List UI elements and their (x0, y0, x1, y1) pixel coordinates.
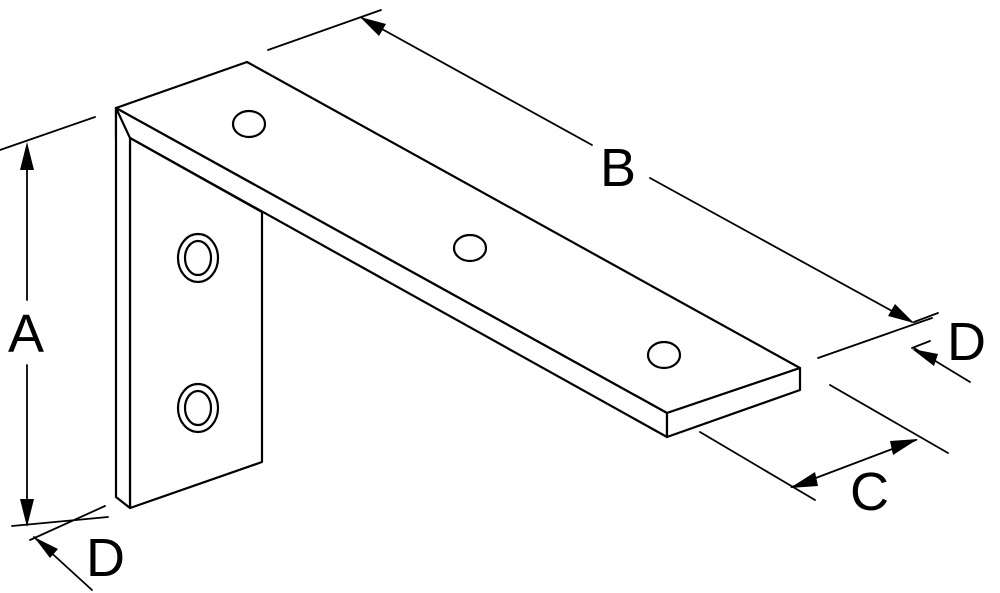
dimension-a (0, 116, 109, 527)
countersunk-hole-icon (176, 382, 220, 434)
countersunk-hole-icon (176, 232, 220, 284)
angle-bracket (114, 60, 802, 510)
arrow-icon (360, 17, 386, 36)
dimension-label-a: A (8, 304, 44, 364)
horizontal-arm-end-face (665, 366, 802, 439)
dimension-d-bottom (29, 505, 106, 591)
vertical-leg-side-face (114, 106, 132, 510)
dimension-b (267, 9, 933, 359)
dimension-label-c: C (850, 462, 889, 522)
arrow-icon (888, 304, 914, 323)
arrow-icon (890, 439, 918, 455)
dimension-c (699, 384, 949, 501)
arrow-up-icon (20, 142, 34, 170)
arrow-down-icon (20, 499, 34, 527)
hole-icon (452, 233, 488, 263)
dimension-d-right (911, 312, 971, 383)
arrow-icon (34, 537, 58, 558)
arrow-icon (912, 349, 938, 366)
hole-icon (646, 340, 682, 370)
hole-icon (231, 109, 267, 139)
dimension-label-b: B (600, 138, 636, 198)
dimension-label-d-right: D (947, 312, 986, 372)
dimension-label-d-bottom: D (86, 528, 125, 588)
arrow-icon (790, 472, 818, 488)
